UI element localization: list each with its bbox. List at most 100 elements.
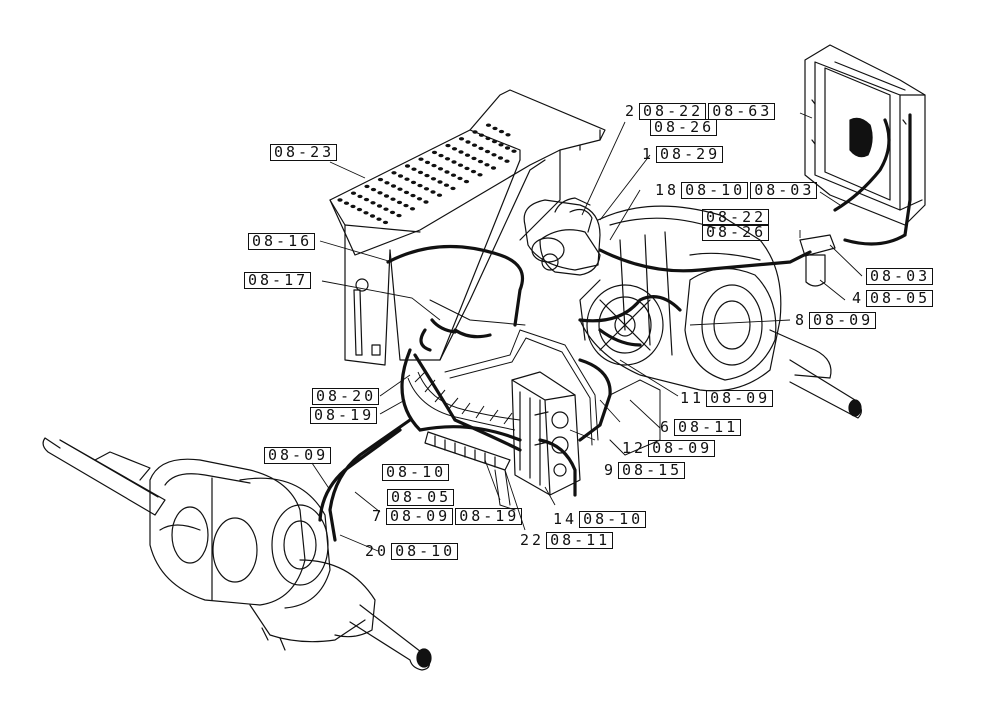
leader-lines bbox=[311, 112, 863, 552]
perforation-hole bbox=[471, 143, 478, 147]
perforation-hole bbox=[445, 143, 451, 148]
front-axle-assembly bbox=[42, 437, 432, 671]
perforation-hole bbox=[431, 150, 438, 155]
perforation-hole bbox=[511, 149, 517, 153]
perforation-hole bbox=[350, 204, 356, 209]
perforation-hole bbox=[498, 143, 504, 147]
perforation-hole bbox=[424, 160, 431, 165]
perforation-hole bbox=[416, 197, 423, 201]
perforation-hole bbox=[457, 163, 464, 167]
callout-ref-box: 08-11 bbox=[674, 419, 742, 436]
perforation-hole bbox=[391, 171, 397, 175]
perforation-hole bbox=[491, 153, 497, 157]
perforation-hole bbox=[505, 133, 511, 137]
perforation-hole bbox=[369, 214, 376, 218]
perforation-hole bbox=[457, 176, 463, 181]
perforation-hole bbox=[437, 180, 443, 184]
perforation-hole bbox=[465, 140, 471, 144]
perforation-hole bbox=[451, 160, 457, 164]
callout-ref-box: 08-03 bbox=[866, 268, 934, 285]
callout-ref-box: 08-19 bbox=[455, 508, 523, 525]
perforated-top-plate bbox=[337, 123, 517, 225]
perforation-hole bbox=[418, 157, 424, 161]
perforation-hole bbox=[477, 173, 483, 177]
callout-number: 4 bbox=[852, 289, 865, 307]
callout-ref-box: 08-20 bbox=[312, 388, 380, 405]
perforation-hole bbox=[484, 163, 490, 167]
perforation-hole bbox=[424, 173, 430, 178]
perforation-hole bbox=[404, 177, 410, 181]
perforation-hole bbox=[430, 177, 437, 181]
perforation-hole bbox=[484, 149, 491, 154]
perforation-hole bbox=[491, 139, 498, 144]
perforation-hole bbox=[411, 167, 417, 171]
callout-ref-box: 08-23 bbox=[270, 144, 338, 161]
perforation-hole bbox=[390, 197, 396, 201]
callout-ref-box: 08-05 bbox=[866, 290, 934, 307]
perforation-hole bbox=[363, 211, 369, 215]
callout-ref-box: 08-29 bbox=[656, 146, 724, 163]
perforation-hole bbox=[370, 187, 377, 192]
perforation-hole bbox=[357, 194, 363, 199]
callout-c6: 08-09 bbox=[262, 446, 332, 464]
perforation-hole bbox=[444, 170, 450, 174]
perforation-hole bbox=[350, 191, 357, 195]
filter-unit bbox=[799, 234, 836, 287]
callout-c4: 08-20 bbox=[310, 387, 380, 405]
callout-ref-box: 08-26 bbox=[702, 224, 770, 241]
perforation-hole bbox=[410, 193, 416, 198]
valve-block bbox=[511, 371, 581, 496]
perforation-hole bbox=[430, 190, 436, 194]
callout-c7: 08-10 bbox=[380, 463, 450, 481]
perforation-hole bbox=[498, 129, 505, 134]
callout-c8: 08-05 bbox=[385, 488, 455, 506]
callout-c20: 08-22 bbox=[700, 208, 770, 226]
perforation-hole bbox=[343, 201, 350, 205]
perforation-hole bbox=[377, 191, 383, 195]
perforation-hole bbox=[443, 183, 450, 187]
callout-ref-box: 08-05 bbox=[387, 489, 455, 506]
callout-number: 20 bbox=[365, 542, 390, 560]
callout-ref-box: 08-09 bbox=[706, 390, 774, 407]
callout-number: 9 bbox=[604, 461, 617, 479]
callout-ref-box: 08-03 bbox=[750, 182, 818, 199]
perforation-hole bbox=[497, 156, 504, 160]
callout-ref-box: 08-26 bbox=[650, 119, 718, 136]
callout-number: 12 bbox=[622, 439, 647, 457]
perforation-hole bbox=[436, 193, 443, 197]
callout-ref-box: 08-10 bbox=[681, 182, 749, 199]
perforation-hole bbox=[458, 137, 465, 141]
perforation-hole bbox=[403, 190, 410, 195]
perforation-hole bbox=[477, 159, 484, 164]
perforation-hole bbox=[410, 180, 417, 185]
perforation-hole bbox=[423, 187, 430, 191]
perforation-hole bbox=[356, 207, 363, 212]
perforation-hole bbox=[464, 166, 470, 171]
perforation-hole bbox=[383, 207, 389, 211]
perforation-hole bbox=[471, 156, 477, 161]
callout-ref-box: 08-10 bbox=[579, 511, 647, 528]
perforation-hole bbox=[403, 203, 409, 208]
callout-number: 11 bbox=[680, 389, 705, 407]
callout-ref-box: 08-10 bbox=[382, 464, 450, 481]
callout-ref-box: 08-10 bbox=[391, 543, 459, 560]
perforation-hole bbox=[478, 133, 485, 137]
perforation-hole bbox=[485, 136, 491, 141]
perforation-hole bbox=[450, 173, 457, 177]
perforation-hole bbox=[444, 157, 451, 161]
perforation-hole bbox=[417, 183, 423, 188]
callout-ref-box: 08-16 bbox=[248, 233, 316, 250]
perforation-hole bbox=[396, 213, 402, 218]
callout-ref-box: 08-11 bbox=[546, 532, 614, 549]
pump-unit bbox=[539, 208, 601, 276]
perforation-hole bbox=[390, 184, 397, 188]
radiator bbox=[804, 44, 926, 226]
perforation-hole bbox=[383, 194, 390, 198]
callout-c3: 08-17 bbox=[242, 271, 312, 289]
